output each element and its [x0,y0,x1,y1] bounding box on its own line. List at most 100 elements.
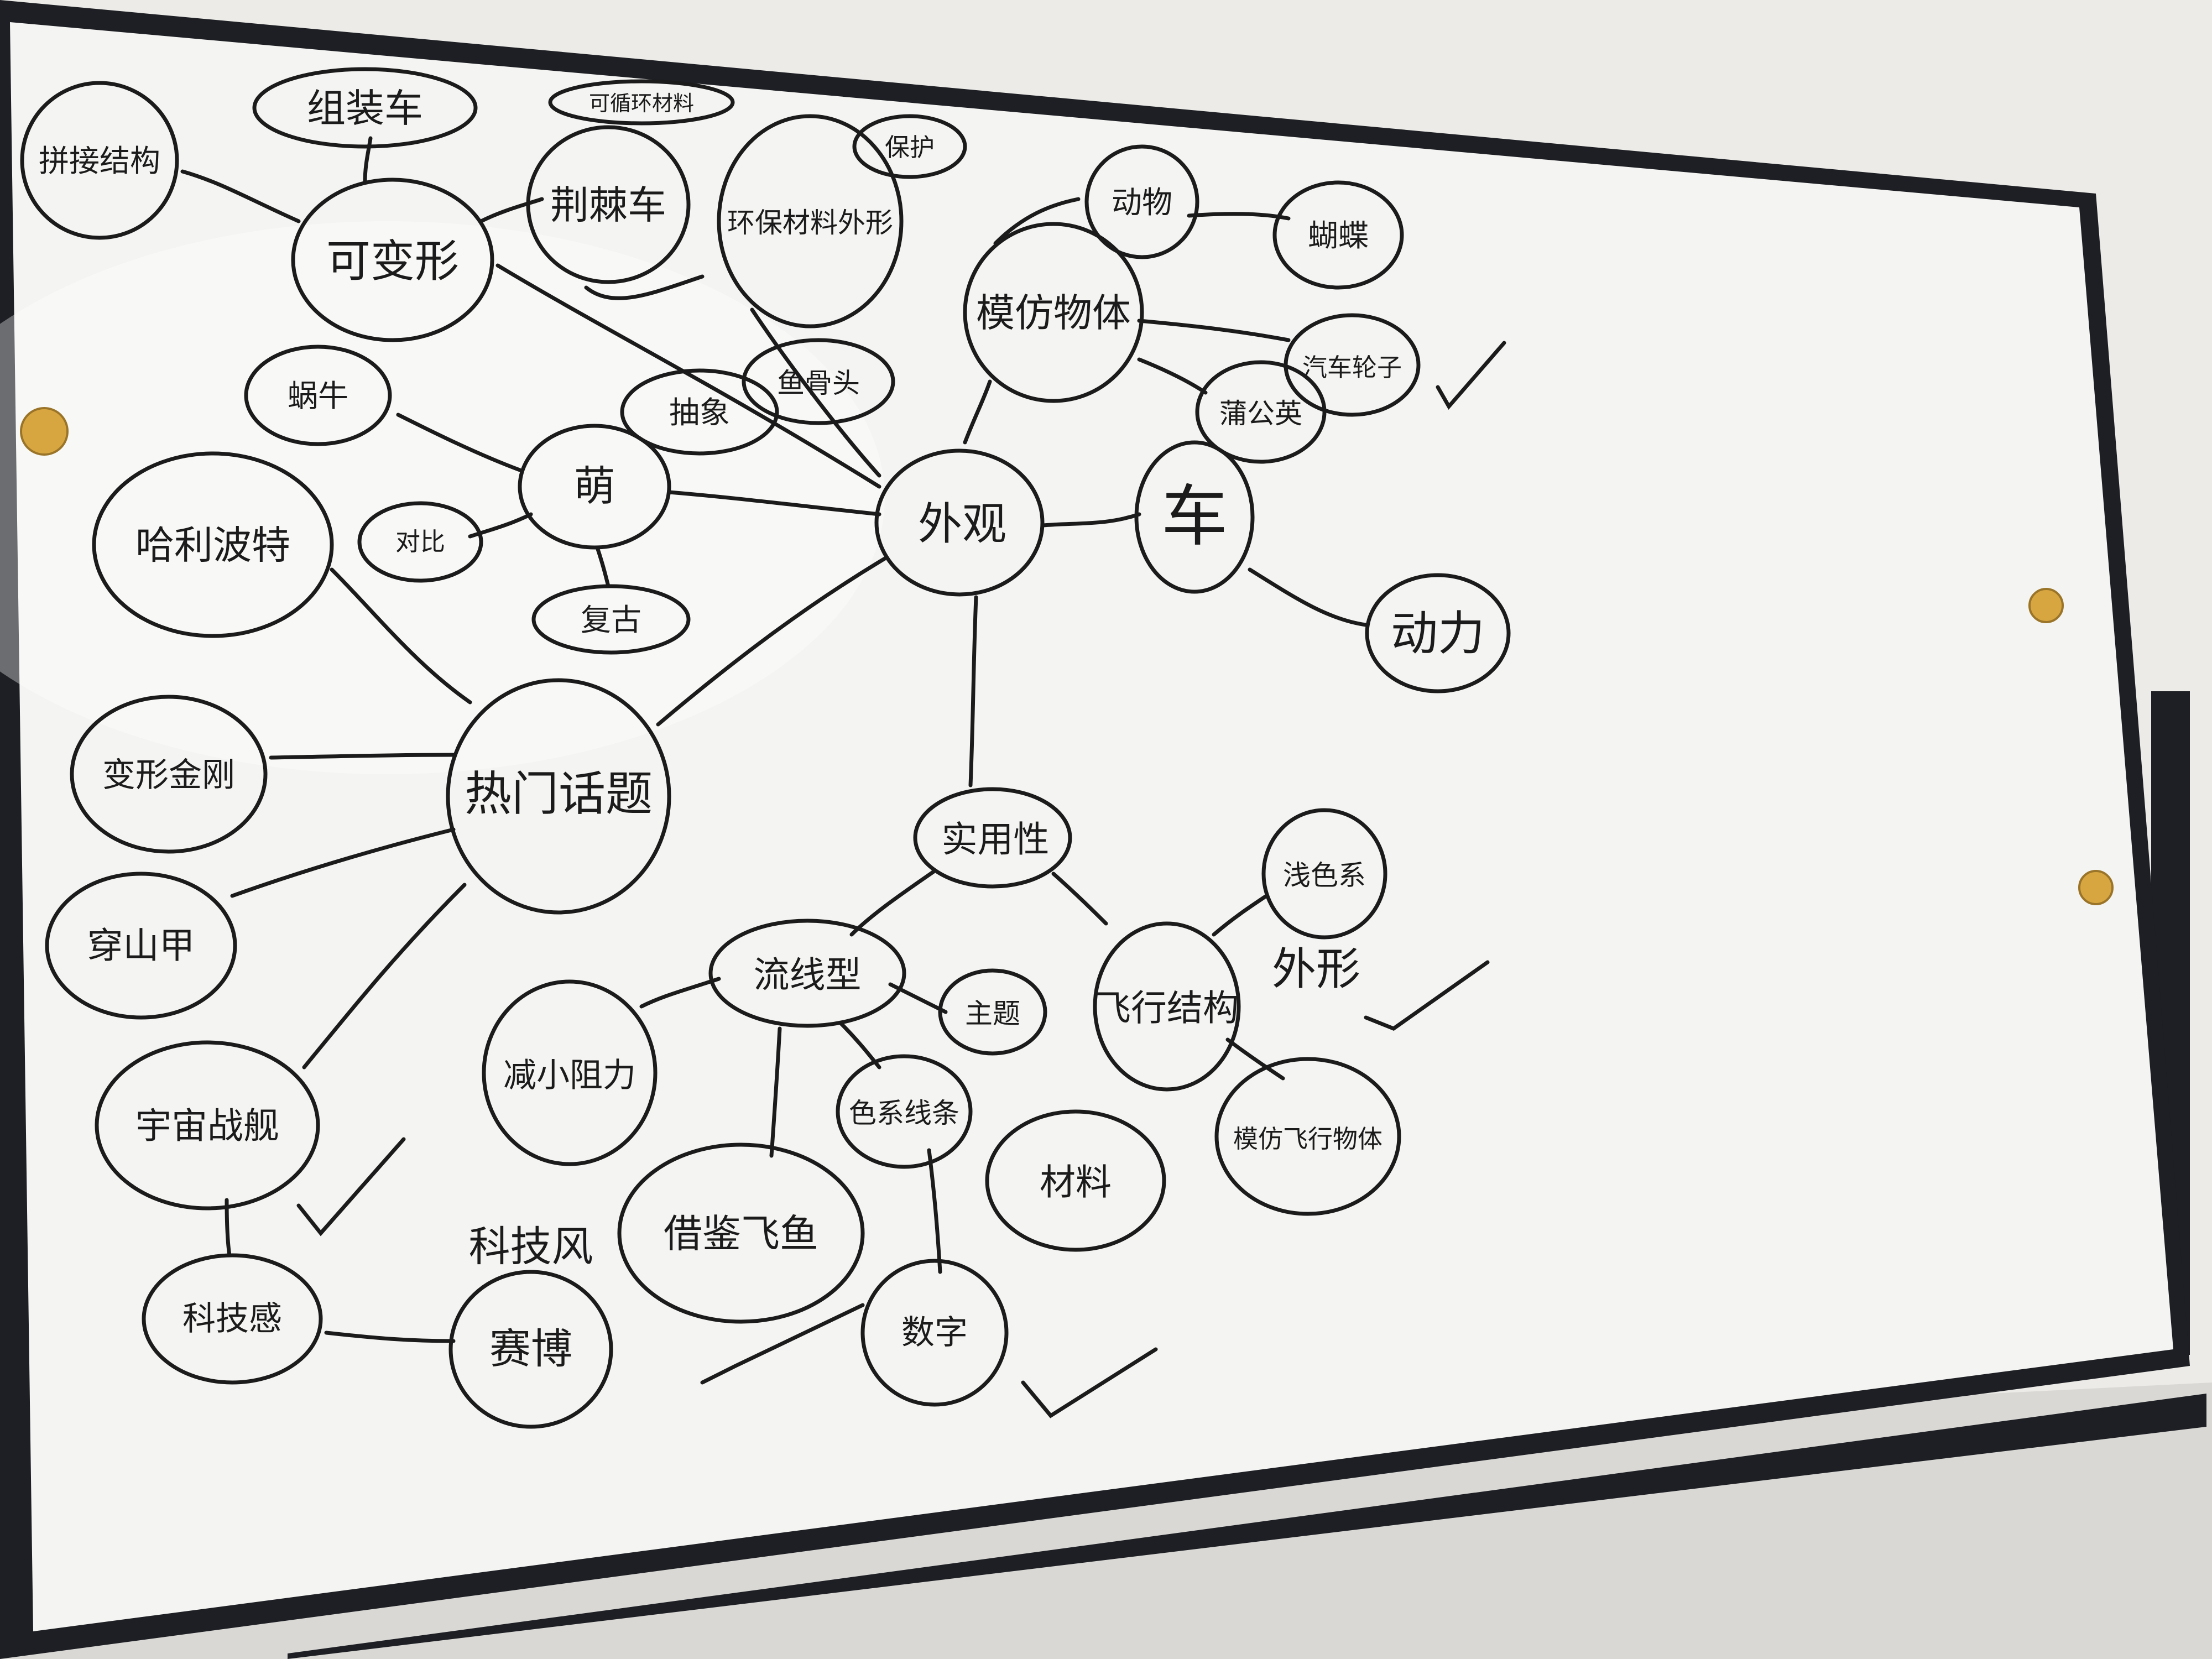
label-bug: 蝴蝶 [1308,218,1369,253]
label-harry: 哈利波特 [135,523,290,568]
line-hot-space [302,883,467,1070]
label-light-color: 浅色系 [1283,859,1366,891]
line-imitate-wheel [1137,319,1291,342]
line-hot-transformers [269,753,456,760]
label-digital: 数字 [901,1313,968,1352]
label-tech-style: 科技风 [468,1222,593,1271]
bubble-environment [717,114,904,328]
line-flight-imitate-fly [1225,1037,1285,1081]
bubble-dandelion [1195,360,1327,464]
bubble-fish-bone [742,338,895,425]
label-protect: 保护 [885,133,935,162]
bubble-assembled [252,67,478,149]
bubble-practicality [913,787,1072,889]
line-appearance-cute [667,490,881,517]
line-flight-light [1212,894,1269,937]
bubble-theme [938,968,1047,1056]
line-car-power [1248,567,1368,627]
bubble-harry [92,451,334,638]
line-appearance-car [1040,512,1141,528]
bubble-animal [1084,144,1199,259]
bubble-streamline [708,919,906,1028]
label-shape: 外形 [1272,943,1360,995]
line-color-digital [927,1148,942,1274]
check-marks [296,274,1506,1418]
line-cute-compare [468,512,533,539]
bubble-abstract [620,368,779,456]
label-tech-feel: 科技感 [182,1300,282,1338]
line-appearance-environment [750,307,881,478]
bubble-recyclable [548,79,735,126]
label-wheel: 汽车轮子 [1302,353,1402,382]
check-mark-1 [1436,341,1506,410]
line-appearance-hot [656,556,887,727]
bubble-transformers [70,695,268,854]
check-mark-2 [1364,960,1490,1031]
label-assembled: 组装车 [307,86,423,131]
underline-thorny [584,274,705,300]
line-streamline-reduce [639,977,721,1009]
label-environment: 环保材料外形 [727,207,893,239]
bubble-splicing [20,81,179,240]
label-cute: 萌 [573,462,615,510]
node-labels: 车 动力 外观 实用性 热门话题 模仿物体 环保材料外形 可变形 组装车 拼接结… [39,86,1485,1373]
bubble-appearance [874,448,1045,597]
bubble-digital [860,1259,1009,1407]
floor [0,1383,2212,1659]
bubble-compare [357,501,483,583]
bubble-space [95,1040,320,1211]
line-tech-cyber [324,1331,456,1343]
label-abstract: 抽象 [669,395,730,430]
bubble-tech-feel [142,1253,323,1385]
label-transformers: 变形金刚 [102,756,235,795]
label-recyclable: 可循环材料 [589,91,694,116]
bubble-transformable [291,178,494,342]
line-hot-pangolin [230,827,456,898]
bubble-light-color [1261,808,1387,940]
bubble-car [1134,440,1255,594]
line-hot-harry [330,567,472,705]
label-flying-fish: 借鉴飞鱼 [664,1211,818,1256]
bubble-imitate-fly [1214,1057,1401,1216]
bubble-thorny [526,125,691,284]
label-snail: 蜗牛 [288,378,348,414]
label-animal: 动物 [1112,185,1172,220]
line-practicality-flight [1051,872,1108,926]
label-compare: 对比 [395,527,445,556]
bubble-power [1365,573,1511,693]
label-space: 宇宙战舰 [135,1105,279,1147]
line-imitate-dandelion [1137,357,1208,395]
check-mark-4 [700,1303,865,1385]
line-appearance-imitate [963,379,992,445]
magnet-right-top [2028,588,2064,623]
bubble-hot-topics [446,678,671,915]
label-hot-topics: 热门话题 [465,767,653,822]
check-mark-3 [296,1137,406,1237]
magnet-left [20,407,69,456]
line-cute-retro [595,545,611,588]
magnets [20,407,2114,905]
bubble-snail [244,345,392,446]
label-reduce: 减小阻力 [503,1056,636,1095]
bubble-protect [852,114,967,179]
bubble-material [985,1109,1166,1252]
line-transformable-assembled [363,136,373,185]
label-theme: 主题 [965,998,1020,1030]
bubble-imitate [963,222,1144,403]
label-imitate: 模仿物体 [976,290,1131,336]
line-appearance-transformable [495,263,881,489]
label-flight: 飞行结构 [1095,988,1239,1029]
label-cyberpunk: 赛博 [489,1324,572,1373]
label-splicing: 拼接结构 [39,143,160,179]
line-appearance-practicality [968,595,978,787]
label-retro: 复古 [581,602,641,638]
bubble-bug [1272,180,1404,290]
label-car: 车 [1161,478,1228,555]
bubble-cyberpunk [448,1270,613,1429]
label-transformable: 可变形 [326,236,459,287]
label-material: 材料 [1040,1162,1112,1203]
label-color-lines: 色系线条 [849,1097,959,1129]
label-fish-bone: 鱼骨头 [777,367,860,399]
